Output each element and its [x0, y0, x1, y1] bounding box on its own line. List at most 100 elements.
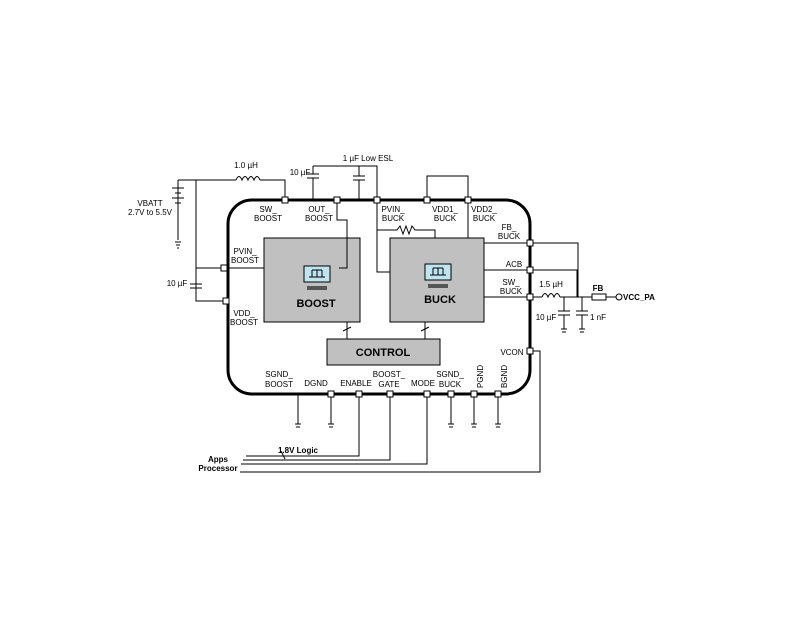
boost-transistor-symbol [309, 269, 325, 278]
label-vdd2-buck-2: BUCK [473, 214, 496, 223]
pin-enable [355, 390, 363, 398]
buck-small-cap [576, 297, 588, 333]
inductor-boost-label: 1.0 µH [234, 161, 258, 170]
logic-level-label: 1.8V Logic [278, 446, 319, 455]
label-sw-boost-1: SW_ [259, 205, 277, 214]
pin-out-boost [333, 196, 341, 204]
buck-transistor-symbol [430, 267, 446, 276]
logic-bus-tick [280, 450, 286, 460]
sgnd-buck-ground [448, 394, 454, 428]
pin-fb-buck [526, 239, 534, 247]
label-sw-buck-2: BUCK [500, 287, 523, 296]
label-enable: ENABLE [340, 379, 372, 388]
pin-vdd-boost [222, 297, 230, 305]
vbatt-range: 2.7V to 5.5V [128, 208, 173, 217]
label-sgnd-buck-1: SGND_ [436, 370, 464, 379]
boost-block [263, 237, 361, 323]
pin-vdd2-buck [464, 196, 472, 204]
bgnd-ground [495, 394, 501, 428]
acb-wire [530, 269, 578, 297]
pgnd-ground [471, 394, 477, 428]
control-block-label: CONTROL [356, 347, 411, 359]
label-mode: MODE [411, 379, 435, 388]
dgnd-ground [328, 394, 334, 428]
label-sgnd-boost-2: BOOST [265, 380, 293, 389]
vcon-wire [240, 350, 541, 473]
boost-gate-wire [243, 394, 391, 461]
apps-processor-label-1: Apps [208, 455, 229, 464]
label-acb: ACB [506, 260, 522, 269]
buck-block-label: BUCK [424, 294, 456, 306]
cap-buck-out-label: 10 µF [536, 313, 557, 322]
sgnd-boost-ground [295, 394, 301, 428]
cap-buck-small-label: 1 nF [590, 313, 606, 322]
pin-pgnd [470, 390, 478, 398]
low-esl-cap [313, 165, 378, 200]
boost-inductor [235, 176, 261, 182]
label-boost-gate-1: BOOST_ [373, 370, 406, 379]
cap-vdd-boost-label: 10 µF [167, 279, 188, 288]
pin-bgnd [494, 390, 502, 398]
mode-wire [241, 394, 428, 465]
pvin-buck-internal [376, 200, 390, 273]
vdd-buck-link [426, 175, 469, 200]
pin-vcon [526, 347, 534, 355]
vbatt-to-vdd-boost-wire [195, 180, 226, 302]
label-vdd-boost-2: BOOST [230, 318, 258, 327]
control-bus-ticks [342, 326, 430, 332]
cap-low-esl-label: 1 µF Low ESL [343, 154, 394, 163]
label-dgnd: DGND [304, 379, 328, 388]
label-pvin-boost-1: PVIN_ [233, 247, 257, 256]
control-bus-lines [346, 322, 426, 339]
out-boost-internal [336, 200, 348, 269]
ferrite-bead [591, 293, 607, 301]
control-block [326, 338, 441, 366]
battery-icon [172, 187, 184, 204]
vbatt-ground [175, 180, 181, 249]
inductor-buck-label: 1.5 µH [539, 280, 563, 289]
label-bgnd: BGND [500, 365, 509, 388]
sw-boost-wire [260, 179, 286, 200]
label-out-boost-2: BOOST [305, 214, 333, 223]
pvin-buck-resistor [377, 224, 436, 238]
label-sw-buck-1: SW_ [502, 278, 520, 287]
label-vcon: VCON [500, 348, 523, 357]
pin-pvin-buck [373, 196, 381, 204]
label-fb-buck-1: FB_ [502, 223, 517, 232]
fb-feedback-wire [530, 242, 579, 297]
pin-sgnd-buck [447, 390, 455, 398]
label-sgnd-buck-2: BUCK [439, 380, 462, 389]
vcc-pa-label: VCC_PA [623, 293, 655, 302]
label-pgnd: PGND [476, 365, 485, 388]
label-pvin-boost-2: BOOST [231, 256, 259, 265]
label-vdd1-buck-2: BUCK [434, 214, 457, 223]
pin-sw-boost [281, 196, 289, 204]
label-boost-gate-2: GATE [378, 380, 399, 389]
pin-mode [423, 390, 431, 398]
pin-pvin-boost [220, 264, 228, 272]
boost-block-label: BOOST [296, 298, 335, 310]
label-fb-buck-2: BUCK [498, 232, 521, 241]
pin-sw-buck [526, 293, 534, 301]
pin-boost-gate [386, 390, 394, 398]
buck-output-cap [558, 297, 570, 333]
label-pvin-buck-1: PVIN_ [381, 205, 405, 214]
cap-out-boost-label: 10 µF [290, 168, 311, 177]
pin-dgnd [327, 390, 335, 398]
label-sw-boost-2: BOOST [254, 214, 282, 223]
label-vdd-boost-1: VDD_ [233, 309, 255, 318]
label-pvin-buck-2: BUCK [382, 214, 405, 223]
buck-inductor [541, 293, 561, 299]
boost-hatch-mark [307, 286, 327, 290]
label-sgnd-boost-1: SGND_ [265, 370, 293, 379]
vcc-pa-terminal [615, 293, 623, 301]
fb-output-label: FB [593, 284, 604, 293]
apps-processor-label-2: Processor [198, 464, 237, 473]
out-boost-cap [307, 166, 319, 200]
label-vdd2-buck-1: VDD2_ [471, 205, 497, 214]
pin-vdd1-buck [423, 196, 431, 204]
vdd-boost-cap [190, 283, 202, 289]
pin-acb [526, 266, 534, 274]
